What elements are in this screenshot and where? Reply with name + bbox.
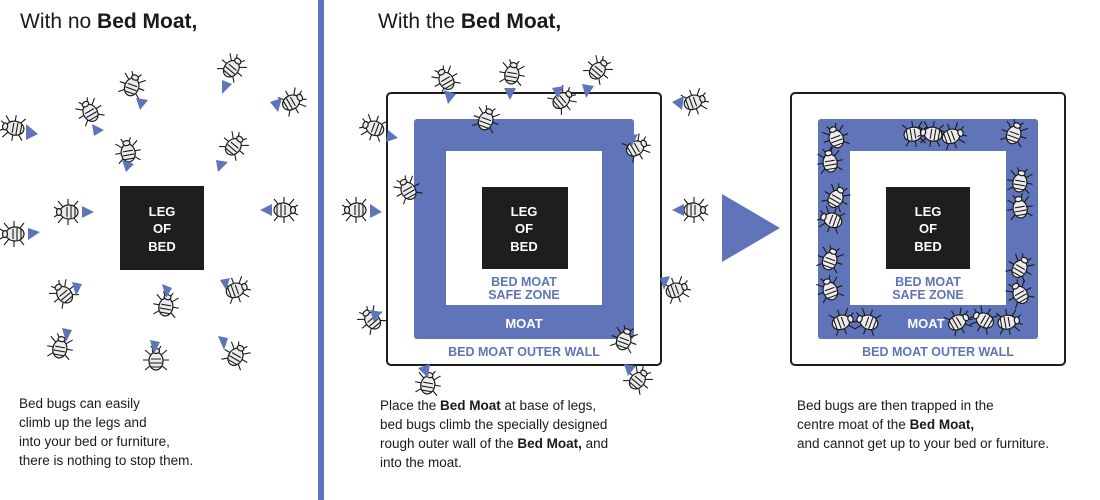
- caption-line: into your bed or furniture,: [19, 434, 170, 449]
- panel-no-moat: LEG OF BED: [0, 48, 312, 372]
- caption-with-moat: Place the Bed Moat at base of legs, bed …: [380, 396, 608, 472]
- bed-bug-icon: [355, 110, 398, 145]
- leg-label-line1: LEG: [149, 204, 176, 219]
- leg-label-line2: OF: [153, 221, 171, 236]
- bed-bug-icon: [0, 220, 40, 248]
- bed-bug-icon: [115, 67, 150, 110]
- next-step-arrow-icon: [722, 194, 780, 262]
- bed-bug-icon: [352, 300, 389, 337]
- caption-text: and: [581, 436, 609, 451]
- bed-bug-icon: [270, 83, 312, 119]
- bed-bug-icon: [620, 129, 656, 165]
- leg-of-bed-block: [482, 187, 568, 269]
- bed-bug-icon: [672, 84, 713, 119]
- caption-line: Place the Bed Moat at base of legs,: [380, 396, 608, 415]
- caption-line: rough outer wall of the Bed Moat, and: [380, 434, 608, 453]
- bed-bug-icon: [220, 272, 255, 307]
- bed-bug-icon: [496, 57, 528, 100]
- caption-line: bed bugs climb the specially designed: [380, 417, 608, 432]
- bed-bug-icon: [216, 126, 254, 172]
- caption-bold: Bed Moat: [440, 398, 501, 413]
- bed-bug-icon: [341, 196, 382, 224]
- caption-line: into the moat.: [380, 455, 462, 470]
- caption-bold: Bed Moat,: [517, 436, 582, 451]
- leg-of-bed-block: [886, 187, 970, 269]
- bed-bug-icon: [150, 284, 182, 319]
- leg-label-line3: BED: [914, 239, 941, 254]
- caption-line: Bed bugs are then trapped in the: [797, 398, 994, 413]
- bed-bug-icon: [660, 272, 695, 307]
- panel-trapped: LEG OF BED BED MOAT SAFE ZONE MOAT BED M…: [790, 92, 1066, 366]
- bed-bug-icon: [260, 196, 299, 224]
- leg-label-line3: BED: [148, 239, 175, 254]
- heading-no-moat: With no Bed Moat,: [20, 10, 197, 34]
- leg-label-line3: BED: [510, 239, 537, 254]
- bed-bug-icon: [142, 340, 170, 371]
- heading-no-moat-bold: Bed Moat,: [97, 10, 198, 33]
- caption-bold: Bed Moat,: [909, 417, 975, 432]
- leg-label-line2: OF: [515, 221, 533, 236]
- bed-bug-icon: [218, 336, 255, 372]
- caption-text: at base of legs,: [500, 398, 597, 413]
- bed-bug-icon: [545, 80, 582, 117]
- safe-zone-label-line1: BED MOAT: [895, 275, 961, 289]
- caption-text: Place the: [380, 398, 441, 413]
- caption-line: and cannot get up to your bed or furnitu…: [797, 436, 1050, 451]
- heading-with-moat-bold: Bed Moat,: [460, 10, 562, 33]
- safe-zone-label-line2: SAFE ZONE: [488, 288, 560, 302]
- caption-no-moat: Bed bugs can easily climb up the legs an…: [19, 394, 193, 470]
- caption-line: centre moat of the Bed Moat,: [797, 415, 1049, 434]
- bed-bug-icon: [0, 112, 38, 144]
- leg-label-line2: OF: [919, 221, 937, 236]
- bed-bug-icon: [53, 198, 94, 226]
- caption-line: climb up the legs and: [19, 415, 147, 430]
- caption-text: rough outer wall of the: [380, 436, 518, 451]
- panel-with-moat: LEG OF BED BED MOAT SAFE ZONE MOAT BED M…: [341, 50, 713, 397]
- bed-bug-icon: [71, 92, 107, 136]
- safe-zone-label-line2: SAFE ZONE: [892, 288, 964, 302]
- caption-line: there is nothing to stop them.: [19, 453, 194, 468]
- heading-no-moat-text: With no: [20, 10, 98, 33]
- heading-with-moat: With the Bed Moat,: [378, 10, 561, 34]
- panel-divider: [318, 0, 324, 500]
- safe-zone-label-line1: BED MOAT: [491, 275, 557, 289]
- bed-bug-icon: [412, 364, 444, 397]
- bed-bug-icon: [44, 274, 82, 311]
- leg-label-line1: LEG: [511, 204, 538, 219]
- bed-bug-icon: [581, 50, 618, 98]
- bed-bug-icon: [215, 48, 252, 94]
- caption-text: centre moat of the: [797, 417, 910, 432]
- moat-label: MOAT: [907, 316, 944, 331]
- caption-trapped: Bed bugs are then trapped in the centre …: [797, 396, 1049, 453]
- bed-bug-icon: [621, 360, 658, 397]
- leg-label-line1: LEG: [915, 204, 942, 219]
- heading-with-moat-text: With the: [378, 10, 461, 33]
- caption-line: Bed bugs can easily: [19, 396, 140, 411]
- moat-label: MOAT: [505, 316, 542, 331]
- outer-wall-label: BED MOAT OUTER WALL: [448, 345, 600, 359]
- outer-wall-label: BED MOAT OUTER WALL: [862, 345, 1014, 359]
- leg-of-bed-block: [120, 186, 204, 270]
- bed-bug-icon: [672, 196, 709, 224]
- bed-bug-icon: [112, 135, 144, 172]
- bed-bug-icon: [427, 60, 463, 104]
- bed-bug-icon: [44, 328, 76, 361]
